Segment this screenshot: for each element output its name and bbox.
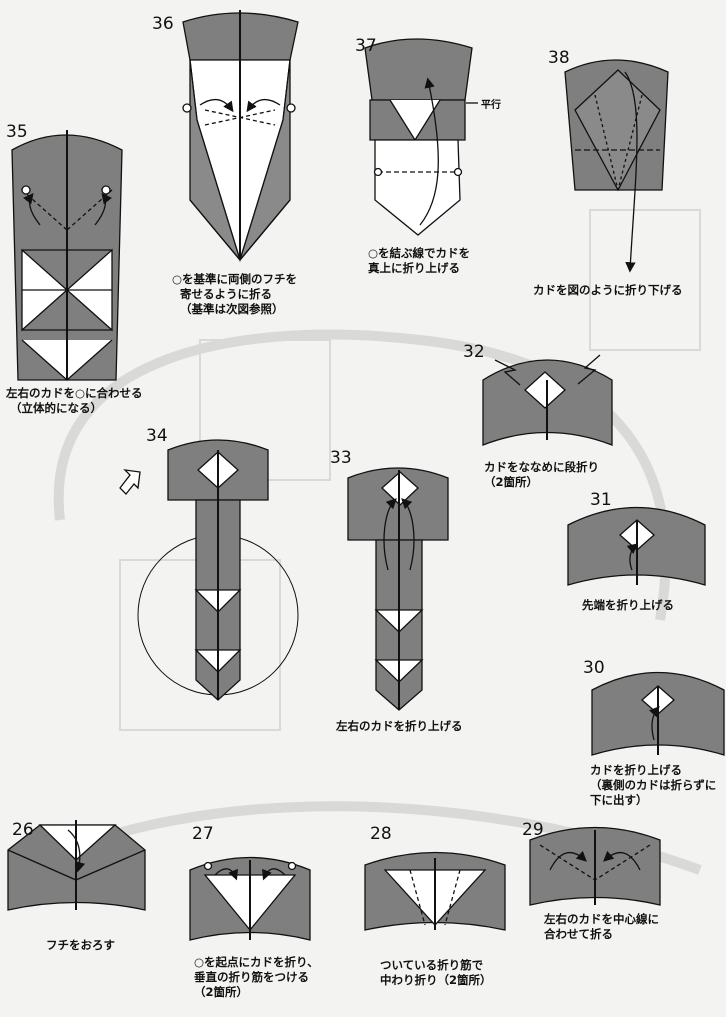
step-37-parallel-note: 平行 [481, 100, 501, 111]
step-number-31: 31 [590, 490, 612, 510]
step-number-37: 37 [355, 36, 377, 56]
caption-line: ○を基準に両側のフチを [172, 272, 298, 286]
step-number-29: 29 [522, 820, 544, 840]
step-37-figure [364, 38, 478, 236]
step-36-figure [182, 10, 299, 263]
step-30-figure [591, 671, 725, 756]
caption-line: ○を結ぶ線でカドを [368, 246, 471, 260]
caption-line: 中わり折り（2箇所） [380, 973, 492, 987]
caption-line: （2箇所） [484, 475, 539, 489]
caption-line: 先端を折り上げる [582, 598, 674, 612]
caption-line: ○を起点にカドを折り、 [194, 955, 319, 969]
step-38-figure [564, 59, 669, 273]
step-number-26: 26 [12, 820, 34, 840]
caption-line: フチをおろす [46, 938, 115, 952]
caption-line: （立体的になる） [10, 401, 102, 415]
step-37-caption: ○を結ぶ線でカドを 真上に折り上げる [368, 246, 470, 276]
step-27-caption: ○を起点にカドを折り、 垂直の折り筋をつける （2箇所） [194, 955, 319, 1000]
step-29-caption: 左右のカドを中心線に 合わせて折る [544, 912, 659, 942]
caption-line: 垂直の折り筋をつける [194, 970, 309, 984]
caption-line: （基準は次図参照） [180, 302, 284, 316]
step-number-35: 35 [6, 122, 28, 142]
caption-line: カドを折り上げる [590, 763, 682, 777]
step-number-28: 28 [370, 824, 392, 844]
caption-line: カドをななめに段折り [484, 460, 599, 474]
caption-line: 左右のカドを中心線に [544, 912, 659, 926]
step-number-27: 27 [192, 824, 214, 844]
step-27-figure [189, 856, 311, 941]
step-number-34: 34 [146, 426, 168, 446]
step-number-32: 32 [463, 342, 485, 362]
step-32-caption: カドをななめに段折り （2箇所） [484, 460, 599, 490]
step-26-caption: フチをおろす [46, 938, 115, 953]
step-32-figure [482, 354, 613, 446]
caption-line: （裏側のカドは折らずに [590, 778, 717, 792]
step-35-caption: 左右のカドを○に合わせる （立体的になる） [6, 386, 143, 416]
caption-line: 合わせて折る [544, 927, 613, 941]
caption-line: 下に出す） [590, 793, 648, 807]
step-29-figure [529, 826, 661, 906]
step-28-figure [364, 851, 506, 931]
caption-line: 左右のカドを○に合わせる [6, 386, 143, 400]
step-number-33: 33 [330, 448, 352, 468]
step-33-figure [347, 467, 449, 711]
step-number-38: 38 [548, 48, 570, 68]
caption-line: 左右のカドを折り上げる [336, 719, 463, 733]
step-26-figure [7, 820, 146, 911]
caption-line: 真上に折り上げる [368, 261, 460, 275]
caption-line: カドを図のように折り下げる [533, 283, 683, 297]
caption-line: 寄せるように折る [180, 287, 272, 301]
step-31-caption: 先端を折り上げる [582, 598, 674, 613]
step-28-caption: ついている折り筋で 中わり折り（2箇所） [380, 958, 492, 988]
step-30-caption: カドを折り上げる （裏側のカドは折らずに 下に出す） [590, 763, 716, 808]
caption-line: （2箇所） [194, 985, 249, 999]
caption-line: ついている折り筋で [380, 958, 484, 972]
step-35-figure [11, 130, 123, 381]
step-36-caption: ○を基準に両側のフチを 寄せるように折る （基準は次図参照） [172, 272, 297, 317]
step-number-36: 36 [152, 14, 174, 34]
step-31-figure [567, 506, 706, 586]
step-38-caption: カドを図のように折り下げる [533, 283, 683, 298]
step-number-30: 30 [583, 658, 605, 678]
step-33-caption: 左右のカドを折り上げる [336, 719, 463, 734]
step-34-figure [119, 439, 299, 701]
